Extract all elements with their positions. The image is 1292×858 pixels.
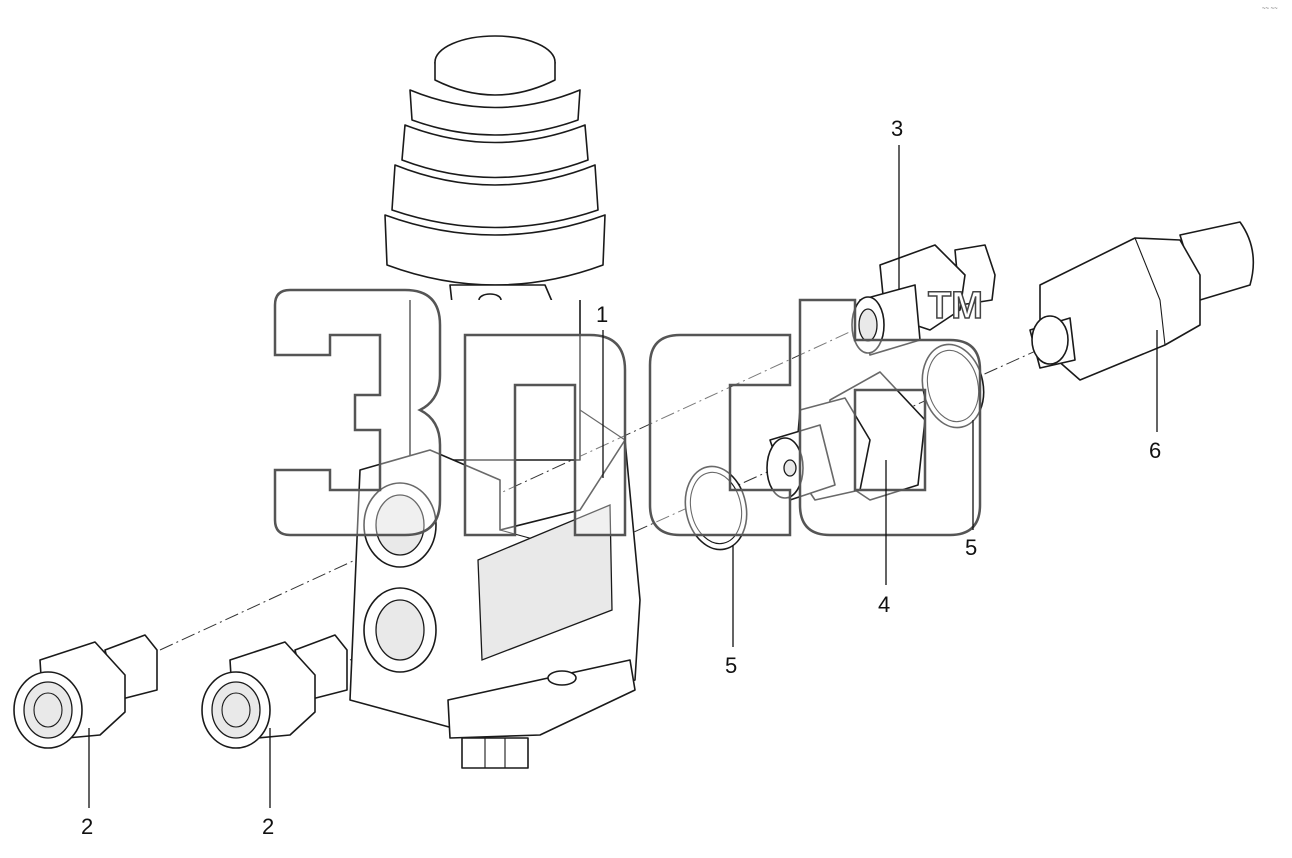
callout-2-left: 2	[81, 814, 93, 839]
sealing-ring-left	[684, 465, 748, 551]
fitting-2-left	[13, 634, 158, 749]
leader-lines	[88, 145, 1158, 808]
callout-3: 3	[891, 116, 903, 141]
watermark-trademark: TM	[928, 285, 983, 327]
fitting-4	[766, 371, 926, 501]
callout-5-right: 5	[965, 535, 977, 560]
watermark-letter-2	[463, 333, 627, 537]
watermark: TM	[273, 284, 984, 537]
axis-fitting-3	[159, 317, 881, 651]
callout-labels: 1 2 2 3 4 5 5 6	[81, 116, 1161, 839]
callout-6: 6	[1149, 438, 1161, 463]
callout-1: 1	[596, 302, 608, 327]
watermark-letter-1	[273, 288, 442, 537]
callout-4: 4	[878, 592, 890, 617]
sealing-ring-right	[921, 343, 985, 429]
callout-2-right: 2	[262, 814, 274, 839]
valve-body	[349, 35, 641, 769]
watermark-letter-4	[798, 298, 982, 537]
fitting-2-right	[201, 634, 348, 749]
corner-mark: ~~ ~~	[1262, 6, 1278, 12]
watermark-letter-3	[648, 333, 792, 537]
callout-5-left: 5	[725, 653, 737, 678]
fitting-6	[1029, 221, 1255, 381]
